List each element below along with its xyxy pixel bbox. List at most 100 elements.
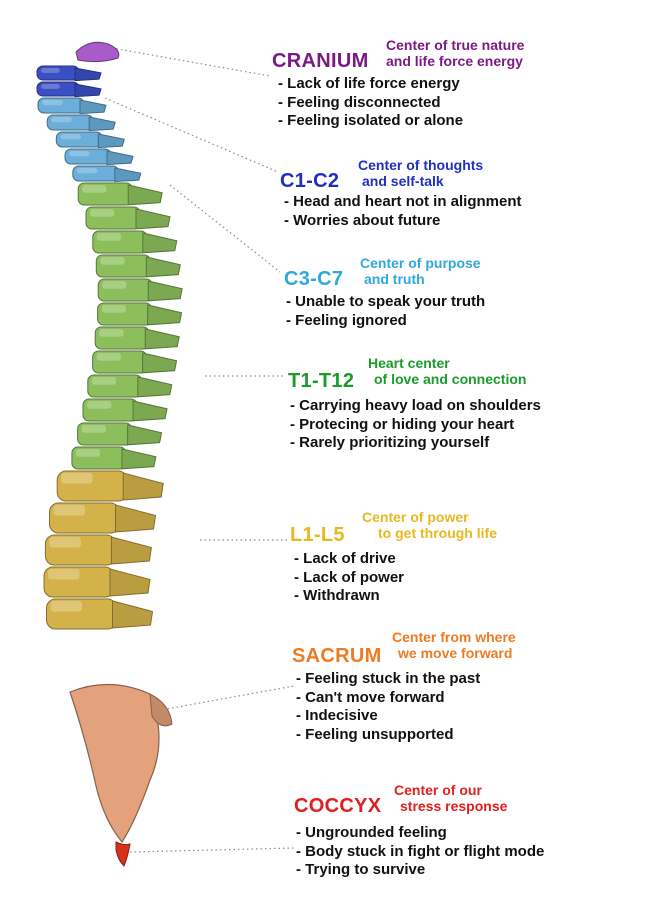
list-item: - Lack of power [294,568,405,586]
symptom-list: - Lack of life force energy - Feeling di… [278,75,463,131]
list-item: - Lack of life force energy [278,75,460,92]
vertebra-highlight [87,401,112,409]
section-subtitle: Center of true nature and life force ene… [386,37,524,69]
vertebra-highlight [96,353,121,361]
subtitle-line: Center from where [392,629,516,645]
vertebra-highlight [82,185,107,193]
vertebra-highlight [51,117,72,123]
vertebra-process [74,67,102,82]
vertebra-process [112,600,154,629]
section-subtitle: Center of our stress response [394,782,507,814]
vertebra-highlight [48,569,80,580]
subtitle-line: to get through life [378,525,497,541]
symptom-list: - Ungrounded feeling - Body stuck in fig… [296,824,544,880]
vertebra-highlight [100,257,125,265]
list-item: - Feeling isolated or alone [278,112,464,130]
vertebra-process [142,232,178,254]
subtitle-line: Center of our [394,782,482,798]
section-subtitle: Center from where we move forward [392,629,516,661]
vertebra-process [114,167,142,183]
list-item: - Worries about future [284,211,441,229]
vertebra-highlight [41,84,60,89]
subtitle-line: Center of true nature [386,37,525,53]
section-subtitle: Center of purpose and truth [360,255,481,287]
vertebra-process [74,83,102,98]
subtitle-line: Center of power [362,509,469,525]
vertebra-process [137,376,173,398]
section-title: CRANIUM [272,50,369,72]
section-title: C1-C2 [280,170,340,192]
subtitle-line: stress response [400,798,508,814]
symptom-list: - Unable to speak your truth - Feeling i… [286,293,485,330]
vertebra-highlight [101,305,126,313]
leader-line [149,685,295,713]
leader-line [129,847,295,853]
subtitle-line: and truth [364,271,425,287]
symptom-list: - Head and heart not in alignment - Worr… [284,193,522,230]
section-title: T1-T12 [288,370,355,392]
symptom-list: - Lack of drive - Lack of power - Withdr… [294,550,404,606]
sacrum-wing [149,693,173,727]
section-title: L1-L5 [290,524,345,546]
vertebra-process [109,568,151,597]
subtitle-line: Center of purpose [360,255,481,271]
list-item: - Unable to speak your truth [286,293,486,310]
vertebra-highlight [53,505,85,516]
vertebra-process [88,116,116,132]
vertebra-process [110,536,152,565]
leader-lines [104,47,295,853]
subtitle-line: we move forward [398,645,513,661]
vertebra-highlight [42,100,63,106]
leader-line [169,184,281,273]
list-item: - Feeling unsupported [296,725,454,743]
vertebra-process [132,400,168,422]
vertebra-process [79,99,107,115]
list-item: - Head and heart not in alignment [284,193,522,210]
section-subtitle: Center of thoughts and self-talk [358,157,483,189]
symptom-list: - Feeling stuck in the past - Can't move… [296,670,480,744]
list-item: - Feeling ignored [286,311,407,329]
subtitle-line: Center of thoughts [358,157,484,173]
subtitle-line: Heart center [368,355,450,371]
section-title: COCCYX [294,795,382,817]
list-item: - Trying to survive [296,861,426,879]
vertebra-process [122,472,164,501]
vertebra-process [144,328,180,350]
subtitle-line: of love and connection [374,371,527,387]
vertebra-highlight [60,134,81,140]
vertebra-process [121,448,157,470]
vertebra-highlight [41,68,60,73]
vertebra-highlight [69,151,90,157]
coccyx [115,841,131,867]
vertebra-highlight [75,449,101,457]
list-item: - Feeling disconnected [278,93,441,111]
vertebra-highlight [91,377,117,385]
vertebra-highlight [49,537,81,548]
list-item: - Ungrounded feeling [296,824,447,841]
section-title: C3-C7 [284,268,344,290]
list-item: - Feeling stuck in the past [296,670,481,687]
cranium-base [75,41,120,63]
vertebra-highlight [102,281,127,289]
list-item: - Indecisive [296,707,378,725]
list-item: - Rarely prioritizing yourself [290,434,490,452]
list-item: - Withdrawn [294,587,380,605]
list-item: - Protecing or hiding your heart [290,415,515,433]
vertebra-process [115,504,157,533]
vertebra-process [147,304,183,326]
vertebra-process [145,256,181,278]
list-item: - Can't move forward [296,688,445,706]
vertebra-process [127,424,163,446]
section-subtitle: Heart center of love and connection [368,355,526,387]
vertebra-process [106,150,134,166]
vertebral-column [36,41,183,867]
subtitle-line: and life force energy [386,53,523,69]
section-title: SACRUM [292,645,382,667]
vertebra-highlight [76,168,98,174]
sacrum [69,683,160,844]
vertebra-highlight [99,329,124,337]
vertebra-highlight [90,209,115,217]
vertebra-process [135,208,171,230]
list-item: - Carrying heavy load on shoulders [290,397,541,414]
subtitle-line: and self-talk [362,173,444,189]
